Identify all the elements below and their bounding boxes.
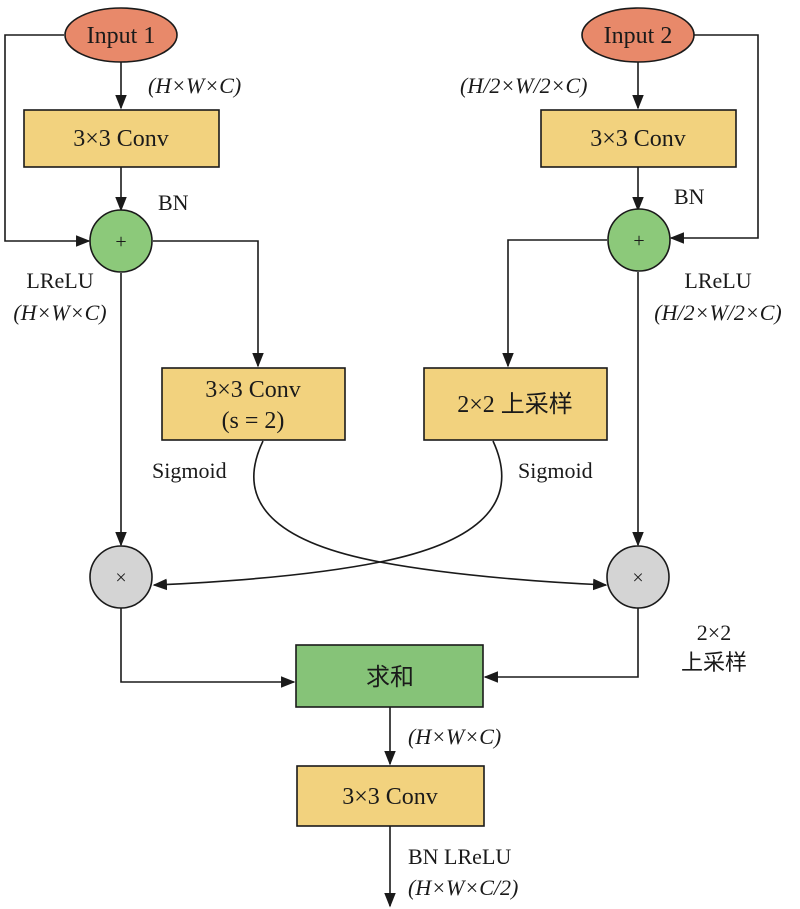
shape-left-mid: (H×W×C) bbox=[13, 300, 106, 325]
conv-stride-block: 3×3 Conv (s = 2) bbox=[161, 367, 346, 441]
shape-right-mid: (H/2×W/2×C) bbox=[654, 300, 781, 325]
arrow-skip-right bbox=[669, 34, 759, 244]
arrow-mul-right-to-sum bbox=[483, 608, 639, 683]
mul-right-symbol: × bbox=[632, 567, 643, 589]
conv-bottom-block: 3×3 Conv bbox=[296, 765, 485, 827]
arrow-add-right-to-upsample bbox=[502, 239, 607, 368]
upsample-label-bottom: 上采样 bbox=[681, 650, 747, 675]
mul-left-node: × bbox=[89, 545, 153, 609]
conv-right-block: 3×3 Conv bbox=[540, 109, 737, 168]
shape-after-sum: (H×W×C) bbox=[408, 724, 501, 749]
upsample-block: 2×2 上采样 bbox=[423, 367, 608, 441]
arrow-add-left-to-conv-stride bbox=[153, 240, 264, 368]
sigmoid-right-label: Sigmoid bbox=[518, 458, 593, 483]
upsample-label-top: 2×2 bbox=[697, 620, 731, 645]
input2-node: Input 2 bbox=[581, 7, 695, 63]
sigmoid-left-label: Sigmoid bbox=[152, 458, 227, 483]
conv-stride-param: (s = 2) bbox=[222, 408, 285, 434]
bn-lrelu-bottom-label: BN LReLU bbox=[408, 844, 511, 869]
add-left-symbol: + bbox=[115, 231, 126, 253]
annotations: (H×W×C) (H/2×W/2×C) BN BN LReLU (H×W×C) … bbox=[13, 73, 781, 900]
input1-label: Input 1 bbox=[87, 23, 156, 49]
mul-right-node: × bbox=[606, 545, 670, 609]
conv-left-block: 3×3 Conv bbox=[23, 109, 220, 168]
bn-left-label: BN bbox=[158, 190, 189, 215]
mul-left-symbol: × bbox=[115, 567, 126, 589]
bn-right-label: BN bbox=[674, 184, 705, 209]
add-left-node: + bbox=[89, 209, 153, 273]
input1-node: Input 1 bbox=[64, 7, 178, 63]
upsample-block-label: 2×2 上采样 bbox=[457, 391, 573, 418]
lrelu-right-label: LReLU bbox=[684, 268, 751, 293]
sum-label: 求和 bbox=[366, 664, 414, 691]
shape-output: (H×W×C/2) bbox=[408, 875, 518, 900]
conv-right-label: 3×3 Conv bbox=[590, 126, 686, 152]
sum-block: 求和 bbox=[295, 644, 484, 708]
lrelu-left-label: LReLU bbox=[26, 268, 93, 293]
conv-bottom-label: 3×3 Conv bbox=[342, 784, 438, 810]
conv-stride-label: 3×3 Conv bbox=[205, 377, 301, 403]
add-right-node: + bbox=[607, 208, 671, 272]
arrow-mul-left-to-sum bbox=[120, 608, 296, 688]
shape-right-top: (H/2×W/2×C) bbox=[460, 73, 587, 98]
arrow-skip-left bbox=[4, 34, 91, 247]
add-right-symbol: + bbox=[633, 230, 644, 252]
shape-left-top: (H×W×C) bbox=[148, 73, 241, 98]
conv-left-label: 3×3 Conv bbox=[73, 126, 169, 152]
connectors bbox=[4, 34, 759, 908]
curve-sigmoid-right-to-mul-left bbox=[152, 440, 503, 591]
input2-label: Input 2 bbox=[604, 23, 673, 49]
